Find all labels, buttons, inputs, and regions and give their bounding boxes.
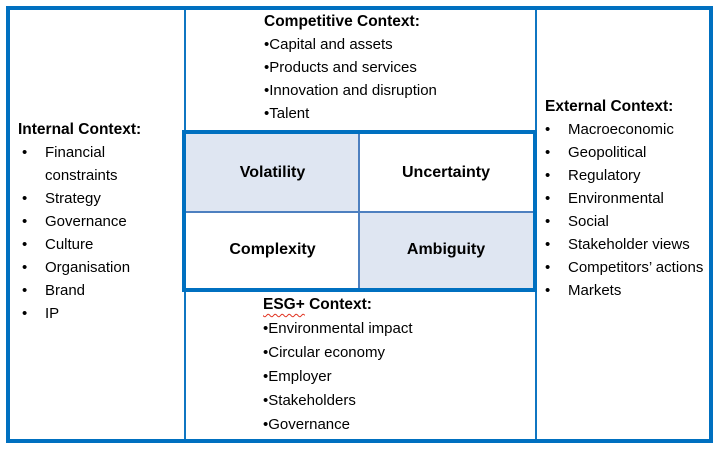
list-item-label: Capital and assets: [269, 36, 393, 53]
list-item-label: Social: [568, 213, 609, 230]
list-item-label: IP: [45, 305, 60, 322]
competitive-context-title: Competitive Context:: [264, 13, 420, 30]
list-item: •Governance: [263, 413, 543, 437]
esg-context-title: ESG+ Context:: [263, 293, 543, 317]
bullet-icon: •: [22, 213, 28, 230]
list-item-label: Culture: [45, 236, 94, 253]
list-item-label: Governance: [268, 416, 350, 433]
list-item: • Governance: [18, 210, 178, 233]
bullet-icon: •: [264, 105, 270, 122]
esg-title-word-spellchecked: ESG+: [263, 296, 305, 313]
list-item: • Environmental: [545, 187, 715, 210]
list-item: • Social: [545, 210, 715, 233]
bullet-icon: •: [263, 416, 269, 433]
bullet-icon: •: [264, 36, 270, 53]
bullet-icon: •: [545, 121, 551, 138]
list-item: • Brand: [18, 279, 178, 302]
bullet-icon: •: [264, 82, 270, 99]
list-item: •Employer: [263, 365, 543, 389]
internal-context-title: Internal Context:: [18, 121, 142, 138]
matrix-cell-label: Ambiguity: [406, 241, 486, 258]
bullet-icon: •: [545, 167, 551, 184]
bullet-icon: •: [545, 144, 551, 161]
bullet-icon: •: [545, 259, 551, 276]
external-context-title: External Context:: [545, 98, 674, 115]
list-item: • Geopolitical: [545, 141, 715, 164]
matrix-horizontal-gridline: [186, 211, 533, 213]
matrix-cell-label: Uncertainty: [401, 164, 491, 181]
bullet-icon: •: [545, 190, 551, 207]
bullet-icon: •: [22, 282, 28, 299]
list-item: •Environmental impact: [263, 317, 543, 341]
list-item-label: Strategy: [45, 190, 101, 207]
list-item-label: Innovation and disruption: [269, 82, 437, 99]
list-item-label: Regulatory: [568, 167, 641, 184]
bullet-icon: •: [263, 344, 269, 361]
bullet-icon: •: [545, 213, 551, 230]
matrix-cell-label: Volatility: [239, 164, 306, 181]
list-item-label: Markets: [568, 282, 622, 299]
internal-context-panel: Internal Context: • Financial constraint…: [18, 118, 178, 325]
bullet-icon: •: [22, 144, 28, 161]
list-item: •Products and services: [264, 56, 544, 79]
list-item: •Innovation and disruption: [264, 79, 544, 102]
bullet-icon: •: [22, 259, 28, 276]
list-item-label: Stakeholders: [268, 392, 356, 409]
list-item: • Strategy: [18, 187, 178, 210]
list-item-label: Talent: [269, 105, 310, 122]
matrix-cell-complexity: Complexity: [186, 212, 359, 288]
bullet-icon: •: [263, 392, 269, 409]
list-item-label: Governance: [45, 213, 127, 230]
list-item-label: Macroeconomic: [568, 121, 674, 138]
list-item: • Regulatory: [545, 164, 715, 187]
vuca-matrix-grid: Volatility Uncertainty Complexity Ambigu…: [186, 134, 533, 288]
list-item: • Stakeholder views: [545, 233, 715, 256]
list-item: • Markets: [545, 279, 715, 302]
list-item-label: Circular economy: [268, 344, 385, 361]
list-item-label: Environmental: [568, 190, 664, 207]
list-item: •Stakeholders: [263, 389, 543, 413]
bullet-icon: •: [264, 59, 270, 76]
esg-title-rest: Context:: [304, 296, 372, 313]
matrix-cell-volatility: Volatility: [186, 134, 359, 212]
matrix-cell-label: Complexity: [229, 241, 316, 258]
list-item: •Capital and assets: [264, 33, 544, 56]
bullet-icon: •: [22, 190, 28, 207]
bullet-icon: •: [545, 282, 551, 299]
bullet-icon: •: [263, 368, 269, 385]
list-item-label: Geopolitical: [568, 144, 647, 161]
list-item-label: Products and services: [269, 59, 417, 76]
bullet-icon: •: [22, 236, 28, 253]
list-item-label: Employer: [268, 368, 332, 385]
list-item: •Talent: [264, 102, 544, 125]
list-item: • Macroeconomic: [545, 118, 715, 141]
matrix-cell-ambiguity: Ambiguity: [359, 212, 533, 288]
competitive-context-panel: Competitive Context: •Capital and assets…: [264, 10, 544, 125]
bullet-icon: •: [22, 305, 28, 322]
matrix-cell-uncertainty: Uncertainty: [359, 134, 533, 212]
list-item-label: Competitors’ actions: [568, 259, 704, 276]
list-item: • IP: [18, 302, 178, 325]
list-item: • Financial constraints: [18, 141, 178, 187]
list-item-label: Organisation: [45, 259, 131, 276]
list-item-label: Financial constraints: [45, 144, 118, 184]
list-item-label: Brand: [45, 282, 86, 299]
external-context-panel: External Context: • Macroeconomic • Geop…: [545, 95, 715, 302]
list-item-label: Environmental impact: [268, 320, 413, 337]
esg-context-panel: ESG+ Context: •Environmental impact •Cir…: [263, 293, 543, 437]
list-item: •Circular economy: [263, 341, 543, 365]
list-item-label: Stakeholder views: [568, 236, 690, 253]
bullet-icon: •: [545, 236, 551, 253]
list-item: • Competitors’ actions: [545, 256, 715, 279]
bullet-icon: •: [263, 320, 269, 337]
list-item: • Organisation: [18, 256, 178, 279]
vuca-matrix: Volatility Uncertainty Complexity Ambigu…: [182, 130, 537, 292]
list-item: • Culture: [18, 233, 178, 256]
